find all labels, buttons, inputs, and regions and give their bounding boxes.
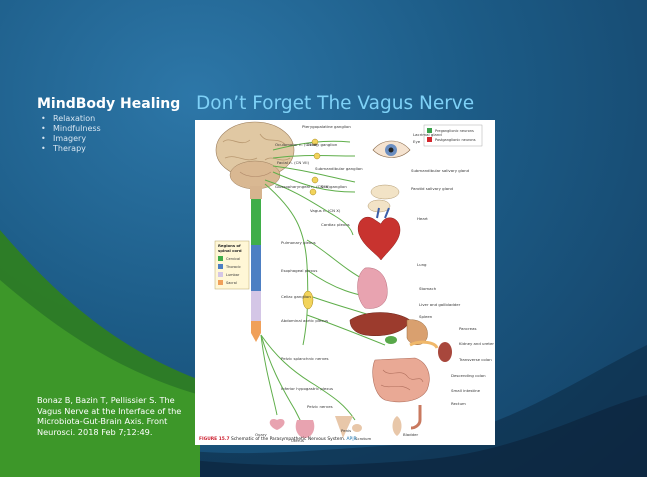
label-cardiac-plexus: Cardiac plexus (321, 222, 350, 227)
label-pulmonary-plexus: Pulmonary plexus (281, 240, 316, 245)
label-esophageal-plexus: Esophageal plexus (281, 268, 317, 273)
intestines-icon (373, 358, 430, 428)
label-vagus-nerve: Vagus n. (CN X) (310, 208, 341, 213)
liver-stomach-icon (350, 313, 428, 345)
lung-icon (358, 268, 388, 309)
label-submandibular-ganglion: Submandibular ganglion (315, 166, 363, 171)
sidebar-bullet: Relaxation (41, 114, 101, 124)
label-pelvic-nerves: Pelvic nerves (307, 404, 333, 409)
label-descending-colon: Descending colon (451, 373, 486, 378)
label-kidney-ureter: Kidney and ureter (459, 341, 494, 346)
slide-title: Don’t Forget The Vagus Nerve (196, 93, 474, 114)
legend-item-lumbar: Lumbar (226, 273, 240, 277)
label-stomach: Stomach (419, 286, 437, 291)
label-scrotum: Scrotum (355, 436, 371, 441)
salivary-glands-icon (368, 185, 399, 212)
brain-icon (216, 122, 294, 189)
label-celiac-ganglion: Celiac ganglion (281, 294, 311, 299)
label-pancreas: Pancreas (459, 326, 476, 331)
eye-icon (373, 141, 410, 158)
label-small-intestine: Small intestine (451, 388, 481, 393)
legend-item-cervical: Cervical (226, 257, 240, 261)
ap-r-link[interactable]: AP|R (347, 437, 357, 442)
label-rectum: Rectum (451, 401, 466, 406)
label-liver-gallbladder: Liver and gallbladder (419, 302, 461, 307)
label-abdominal-aortic-plexus: Abdominal aortic plexus (281, 318, 328, 323)
label-oculomotor-nerve: Oculomotor n. (CN III) (275, 142, 318, 147)
legend-item-postganglionic: Postganglionic neurons (435, 138, 476, 142)
label-eye: Eye (413, 139, 421, 144)
legend-item-sacral: Sacral (226, 281, 237, 285)
label-penis: Penis (341, 428, 351, 433)
label-transverse-colon: Transverse colon (458, 357, 492, 362)
anatomy-figure: Regions of spinal cord Cervical Thoracic… (195, 120, 495, 445)
label-parotid-gland: Parotid salivary gland (411, 186, 454, 191)
label-pterygopalatine-ganglion: Pterygopalatine ganglion (302, 124, 351, 129)
label-heart: Heart (417, 216, 428, 221)
label-bladder: Bladder (403, 432, 418, 437)
label-inferior-hypogastric-plexus: Inferior hypogastric plexus (281, 386, 333, 391)
label-pelvic-splanchnic-nerves: Pelvic splanchnic nerves (281, 356, 329, 361)
legend-title-line: spinal cord (218, 248, 242, 253)
pelvic-organs-icon (270, 416, 402, 438)
sidebar-bullet-list: Relaxation Mindfulness Imagery Therapy (41, 114, 101, 154)
label-facial-nerve: Facial n. (CN VII) (277, 160, 309, 165)
label-spleen: Spleen (419, 314, 433, 319)
figure-caption: FIGURE 15.7 Schematic of the Parasympath… (199, 437, 357, 442)
parasympathetic-diagram: Regions of spinal cord Cervical Thoracic… (195, 120, 495, 445)
sidebar-bullet: Imagery (41, 134, 101, 144)
label-lung: Lung (417, 262, 427, 267)
legend-item-thoracic: Thoracic (225, 265, 241, 269)
sidebar-bullet: Mindfulness (41, 124, 101, 134)
label-glossopharyngeal-nerve: Glossopharyngeal n. (CN IX) (275, 184, 330, 189)
sidebar-bullet: Therapy (41, 144, 101, 154)
figure-number: FIGURE 15.7 (199, 437, 230, 442)
heart-icon (358, 208, 400, 260)
label-submandibular-gland: Submandibular salivary gland (411, 168, 470, 173)
sidebar-title: MindBody Healing (37, 96, 180, 112)
figure-caption-text: Schematic of the Parasympathetic Nervous… (231, 437, 345, 442)
spinal-cord (250, 186, 262, 342)
citation-text: Bonaz B, Bazin T, Pellissier S. The Vagu… (37, 395, 197, 437)
spinal-cord-regions-legend: Regions of spinal cord Cervical Thoracic… (215, 241, 249, 289)
label-lacrimal-gland: Lacrimal gland (413, 132, 442, 137)
